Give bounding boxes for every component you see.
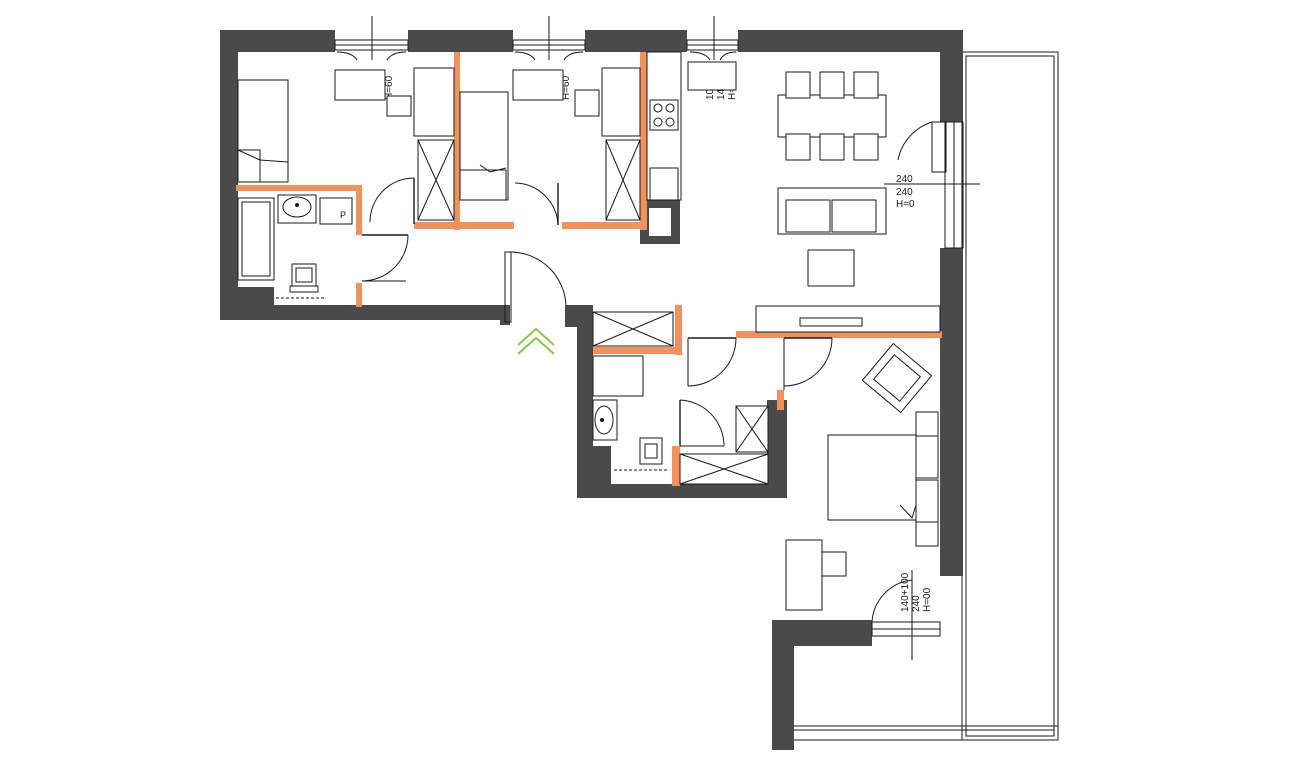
wall-bottom-left <box>220 305 510 320</box>
wardrobe-top-middle <box>601 67 641 137</box>
double-bed <box>827 434 917 521</box>
terrace <box>792 51 1059 741</box>
label-bl-3: H=60 <box>384 75 395 100</box>
label-bm-3: H=60 <box>561 75 572 100</box>
wall-top-3 <box>585 30 687 52</box>
wall-bath-bottom <box>577 484 787 498</box>
desk-left <box>334 69 386 101</box>
partition-bedroom-top <box>736 331 942 338</box>
partition-bath-v <box>675 305 682 355</box>
sink-icon <box>277 194 317 224</box>
wall-lower-left <box>772 620 794 750</box>
partition-bath-h <box>593 347 681 354</box>
partition-wc <box>672 446 680 486</box>
chair-3 <box>853 71 879 99</box>
bathroom-right-fixtures <box>592 311 769 485</box>
wall-bath-right <box>767 400 787 498</box>
shaft-left <box>238 287 274 307</box>
chair-4 <box>785 133 811 161</box>
bedroom-middle-furniture <box>459 67 641 221</box>
kitchen-furniture <box>646 51 737 201</box>
desk-bedroom <box>785 539 823 611</box>
label-k-2: 140 <box>716 83 727 100</box>
partition-hall-1 <box>414 222 514 229</box>
partition-bedroom-left <box>777 390 784 410</box>
wardrobe-top-left <box>413 67 455 137</box>
label-bb-1: 140+100 <box>900 572 911 612</box>
wall-left <box>220 30 238 320</box>
wall-top-1 <box>220 30 335 52</box>
bathroom-left-fixtures: P <box>237 194 353 299</box>
dining-table <box>777 94 887 138</box>
window-bedroom-left <box>334 16 409 61</box>
chair-left <box>386 95 412 117</box>
partition-bath-right-lower <box>356 283 362 307</box>
chair-1 <box>785 71 811 99</box>
washing-machine <box>319 197 353 225</box>
nightstand-bottom <box>915 521 939 547</box>
label-lv-3: H=0 <box>896 199 915 210</box>
windows <box>334 16 980 660</box>
partition-hall-2 <box>562 222 644 229</box>
label-lv-1: 240 <box>896 174 913 185</box>
wall-bath-left <box>577 305 593 498</box>
door-bedroom-left <box>369 177 415 224</box>
armchair <box>861 342 933 414</box>
shower <box>592 355 644 397</box>
bedroom-left-furniture <box>237 67 455 221</box>
coffee-table <box>807 249 855 287</box>
fridge <box>649 167 679 201</box>
nightstand-top <box>915 411 939 437</box>
entrance-door <box>504 251 567 323</box>
doors <box>361 177 833 447</box>
window-bedroom-middle <box>512 16 586 61</box>
sink-icon-right <box>592 399 618 441</box>
wall-top-4 <box>738 30 963 52</box>
balcony-door-living <box>884 121 980 249</box>
wall-right-middle <box>940 248 963 576</box>
partitions <box>236 52 942 486</box>
double-chevron-up-icon <box>517 327 555 355</box>
four-burner-hob-icon <box>649 99 679 131</box>
living-room-furniture <box>755 71 941 333</box>
partition-rooms <box>454 52 460 230</box>
chair-6 <box>853 133 879 161</box>
label-bb-3: H=00 <box>922 587 933 612</box>
door-bath-right <box>687 337 737 387</box>
chair-5 <box>819 133 845 161</box>
pillow-bottom <box>915 479 939 523</box>
partition-bath-right <box>356 185 362 235</box>
door-bedroom-right <box>783 337 833 390</box>
door-bedroom-middle <box>514 182 559 226</box>
pillow-top <box>915 435 939 479</box>
window-kitchen <box>686 16 739 61</box>
shaft-bath <box>593 446 611 484</box>
chair-middle <box>574 89 600 117</box>
chair-2 <box>819 71 845 99</box>
label-bb-2: 240 <box>911 595 922 612</box>
partition-bath-top <box>236 185 362 191</box>
wall-right-upper <box>940 30 963 122</box>
chair-bedroom <box>821 551 847 577</box>
wall-top-2 <box>408 30 513 52</box>
bedroom-right-furniture <box>785 342 939 611</box>
washing-machine-label: P <box>340 210 346 220</box>
door-wc <box>679 399 725 447</box>
kitchen-sink <box>687 61 737 91</box>
partition-kitchen <box>640 52 647 230</box>
desk-middle <box>512 69 564 101</box>
tv <box>799 317 863 327</box>
label-k-1: 100 <box>705 83 716 100</box>
door-bathroom-left <box>361 234 409 282</box>
balcony-door-bedroom <box>871 570 941 660</box>
exterior-walls <box>220 30 963 750</box>
label-lv-2: 240 <box>896 187 913 198</box>
